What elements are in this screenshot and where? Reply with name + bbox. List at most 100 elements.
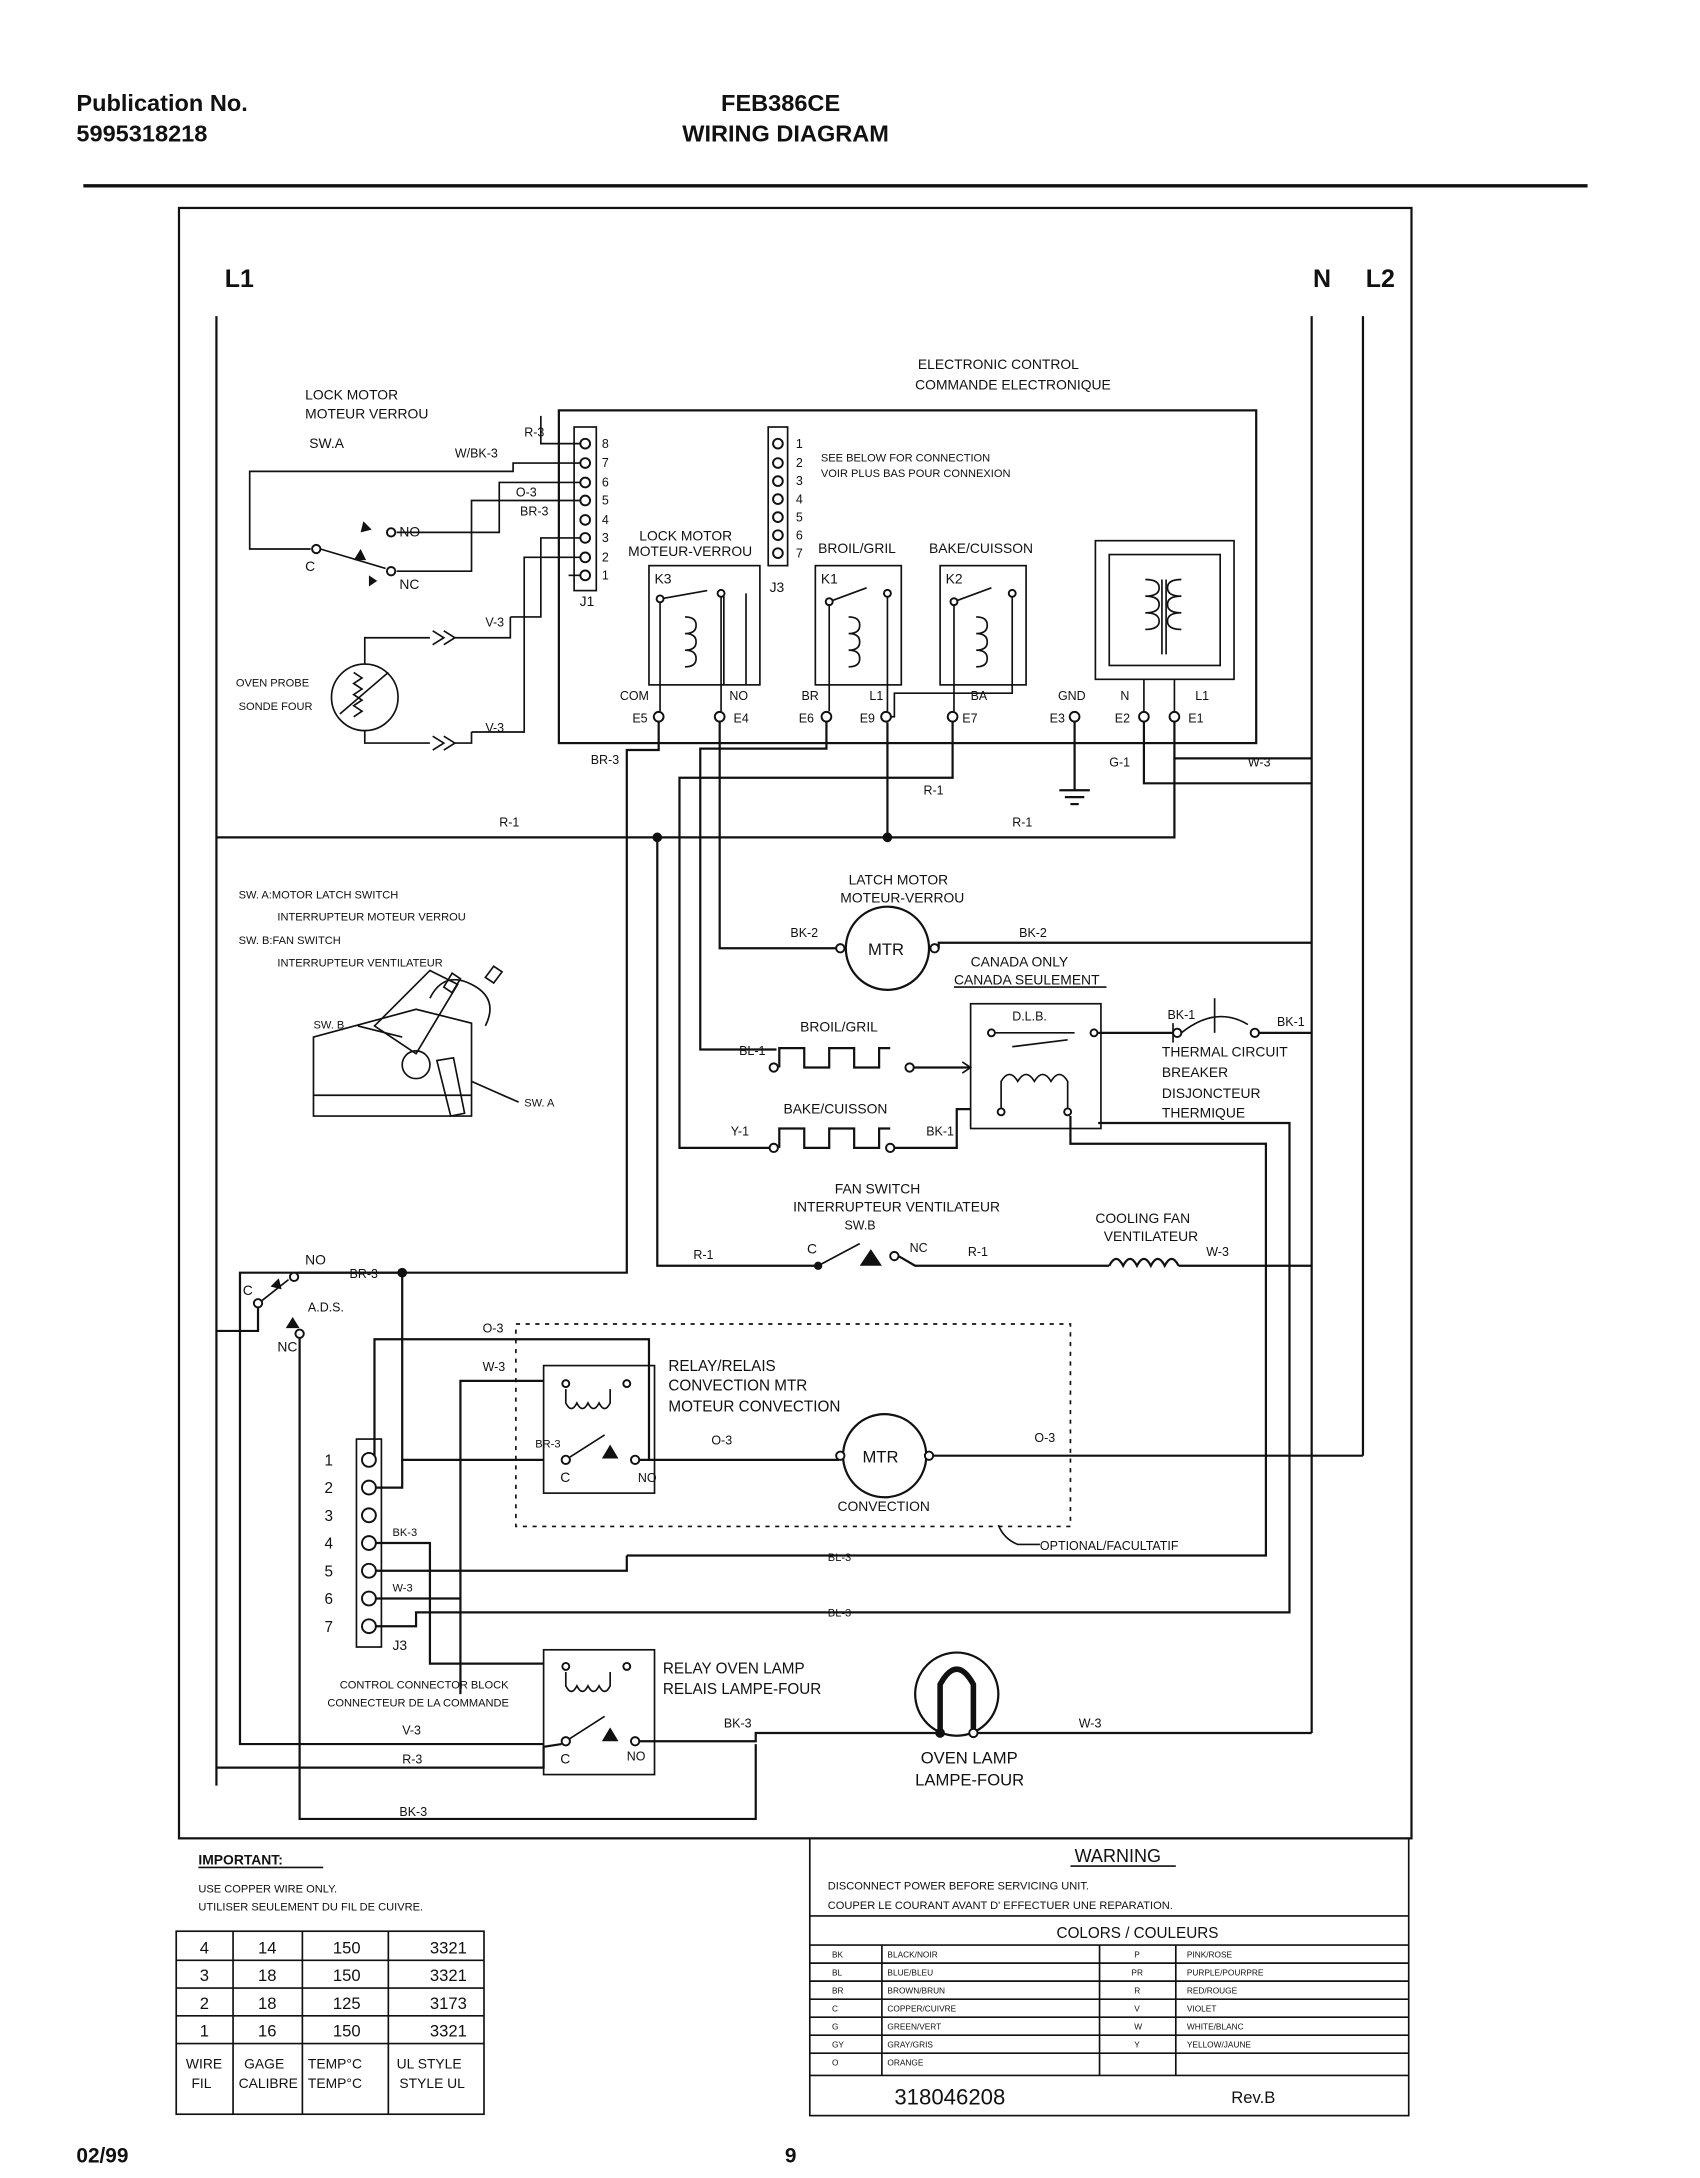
line-l1-label: L1 (225, 265, 254, 293)
color-name: ORANGE (887, 2058, 923, 2068)
j3-block-num: 7 (325, 1619, 333, 1636)
j3-block-pin (361, 1451, 377, 1468)
term-id: E1 (1188, 711, 1203, 725)
lock-motor-title-en: LOCK MOTOR (305, 386, 398, 402)
wire-y1: Y-1 (731, 1124, 749, 1138)
breaker-l2: BREAKER (1162, 1064, 1228, 1080)
term-id: E9 (860, 711, 875, 725)
table-cell: 150 (333, 2022, 361, 2041)
sw-a-no-terminal (385, 527, 397, 538)
wire-br3-j1: BR-3 (520, 505, 548, 519)
j1-pin (579, 551, 592, 564)
k3-name-en: LOCK MOTOR (639, 528, 732, 544)
wire-v3-probe-top: V-3 (485, 616, 504, 630)
latch-motor-en: LATCH MOTOR (849, 872, 949, 888)
conv-relay-l2: CONVECTION MTR (668, 1378, 807, 1395)
cooling-fan-en: COOLING FAN (1095, 1210, 1190, 1226)
cooling-fan-coil (1108, 1257, 1180, 1269)
j3-block-pin (361, 1562, 377, 1579)
j3-header-pins (772, 437, 784, 559)
table-head: CALIBRE (239, 2075, 298, 2091)
see-below-fr: VOIR PLUS BAS POUR CONNEXION (821, 468, 1011, 480)
transformer-secondary (1166, 578, 1182, 631)
probe-en: OVEN PROBE (236, 677, 309, 689)
wire-bk3-bottom: BK-3 (399, 1805, 427, 1819)
wire-bk1-bake: BK-1 (926, 1124, 954, 1138)
table-cell: 150 (333, 1966, 361, 1985)
wire-br3-ads: BR-3 (350, 1267, 378, 1281)
bake-label: BAKE/CUISSON (783, 1100, 887, 1116)
ads-nc: NC (277, 1339, 297, 1355)
fan-switch-swb: SW.B (844, 1219, 875, 1233)
term-label: BR (801, 689, 818, 703)
wire-br3-e5: BR-3 (591, 753, 619, 767)
color-name: GREEN/VERT (887, 2022, 941, 2032)
color-name: VIOLET (1187, 2004, 1217, 2014)
transformer-primary (1145, 578, 1160, 631)
color-name: BLACK/NOIR (887, 1950, 937, 1960)
doc-number: 318046208 (894, 2085, 1005, 2110)
color-code: PR (1131, 1968, 1143, 1978)
diagram-frame (177, 206, 1413, 1840)
term-id: E7 (962, 711, 977, 725)
terminal-e3 (1068, 710, 1081, 723)
sw-a-nc-terminal (385, 566, 397, 577)
j3-block-num: 6 (325, 1591, 333, 1608)
j3-block-title-fr: CONNECTEUR DE LA COMMANDE (327, 1698, 509, 1710)
warning-block (808, 1837, 1410, 2117)
revision: Rev.B (1231, 2088, 1275, 2107)
j3-pin (772, 547, 784, 559)
table-head: WIRE (186, 2055, 222, 2071)
j3-block-num: 4 (325, 1536, 334, 1553)
dlb-label: D.L.B. (1012, 1009, 1047, 1023)
publication-number: 5995318218 (76, 120, 207, 146)
bake-element (778, 1127, 891, 1150)
j1-pin-number: 6 (602, 476, 609, 490)
wire-r1-left: R-1 (499, 815, 519, 829)
color-code: C (832, 2004, 838, 2014)
convection-relay-coil (564, 1389, 611, 1410)
table-cell: 1 (200, 2022, 209, 2041)
color-code: O (832, 2058, 839, 2068)
terminal-e1 (1168, 710, 1181, 723)
term-id: E6 (799, 711, 814, 725)
probe-fr: SONDE FOUR (239, 701, 313, 713)
convection-optional-region (515, 1323, 1072, 1528)
lock-switch-label: SW.A (309, 435, 344, 451)
j1-pin (579, 494, 592, 507)
color-name: GRAY/GRIS (887, 2040, 933, 2050)
fan-switch-actuator (859, 1249, 882, 1266)
convection-relay-no (629, 1454, 641, 1465)
color-code: BL (832, 1968, 843, 1978)
k3-name-fr: MOTEUR-VERROU (628, 543, 752, 559)
sw-a-c: C (305, 558, 315, 574)
warning-title: WARNING (1075, 1846, 1161, 1866)
term-label: L1 (1195, 689, 1209, 703)
term-label: NO (729, 689, 748, 703)
k3-relay (648, 564, 761, 686)
table-cell: 16 (258, 2022, 277, 2041)
publication-label: Publication No. (76, 90, 247, 116)
sw-a-c-terminal (311, 543, 322, 555)
wire-bk2-right: BK-2 (1019, 926, 1047, 940)
important-title: IMPORTANT: (198, 1852, 282, 1868)
diagram-title: WIRING DIAGRAM (682, 120, 889, 146)
oven-lamp-symbol (914, 1651, 1000, 1737)
broil-label: BROIL/GRIL (800, 1018, 878, 1034)
control-title-en: ELECTRONIC CONTROL (918, 356, 1079, 372)
color-name: PINK/ROSE (1187, 1950, 1233, 1960)
control-terminals (652, 710, 1181, 723)
broil-element (778, 1046, 891, 1069)
latch-assembly-sketch (312, 965, 504, 1118)
j3-header-label: J3 (770, 579, 785, 595)
wire-r3-lamp: R-3 (402, 1752, 422, 1766)
wire-g1: G-1 (1109, 756, 1130, 770)
oven-lamp-relay-coil (564, 1671, 611, 1693)
j3-block-num: 3 (325, 1508, 333, 1525)
terminal-e6 (820, 710, 833, 723)
conv-relay-en: RELAY/RELAIS (668, 1358, 775, 1375)
wire-bk3-lamp: BK-3 (724, 1716, 752, 1730)
wire-gauge-table (175, 1930, 485, 2116)
colors-title: COLORS / COULEURS (1057, 1925, 1219, 1942)
